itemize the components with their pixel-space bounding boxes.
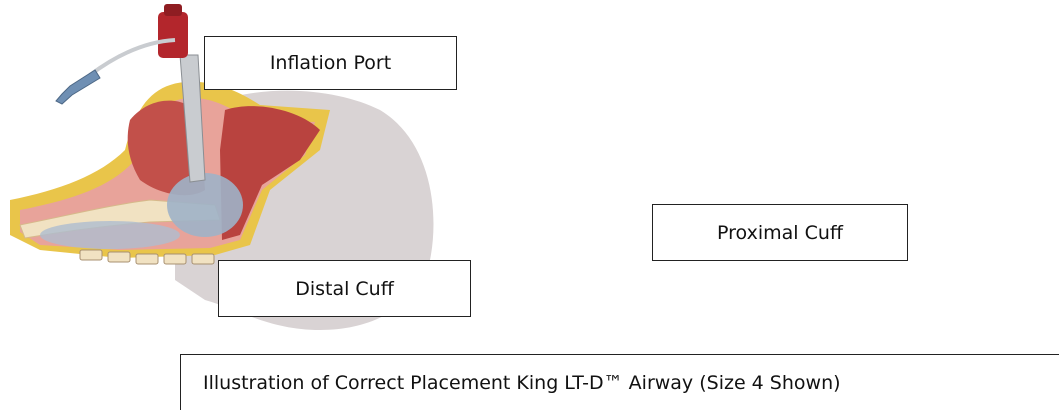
- tube-connector: [158, 12, 188, 58]
- caption-text: Illustration of Correct Placement King L…: [203, 371, 841, 394]
- pilot-balloon: [55, 69, 101, 105]
- distal-cuff-shape: [40, 221, 180, 249]
- airway-tube: [179, 54, 206, 183]
- vertebrae: [79, 249, 215, 265]
- inflation-line: [88, 38, 176, 77]
- inflation-port-label: Inflation Port: [204, 36, 457, 90]
- proximal-cuff-shape: [167, 173, 243, 237]
- proximal-cuff-label: Proximal Cuff: [652, 204, 908, 261]
- figure-caption: Illustration of Correct Placement King L…: [180, 354, 1059, 410]
- distal-cuff-label: Distal Cuff: [218, 260, 471, 317]
- pharynx-wall: [220, 106, 320, 240]
